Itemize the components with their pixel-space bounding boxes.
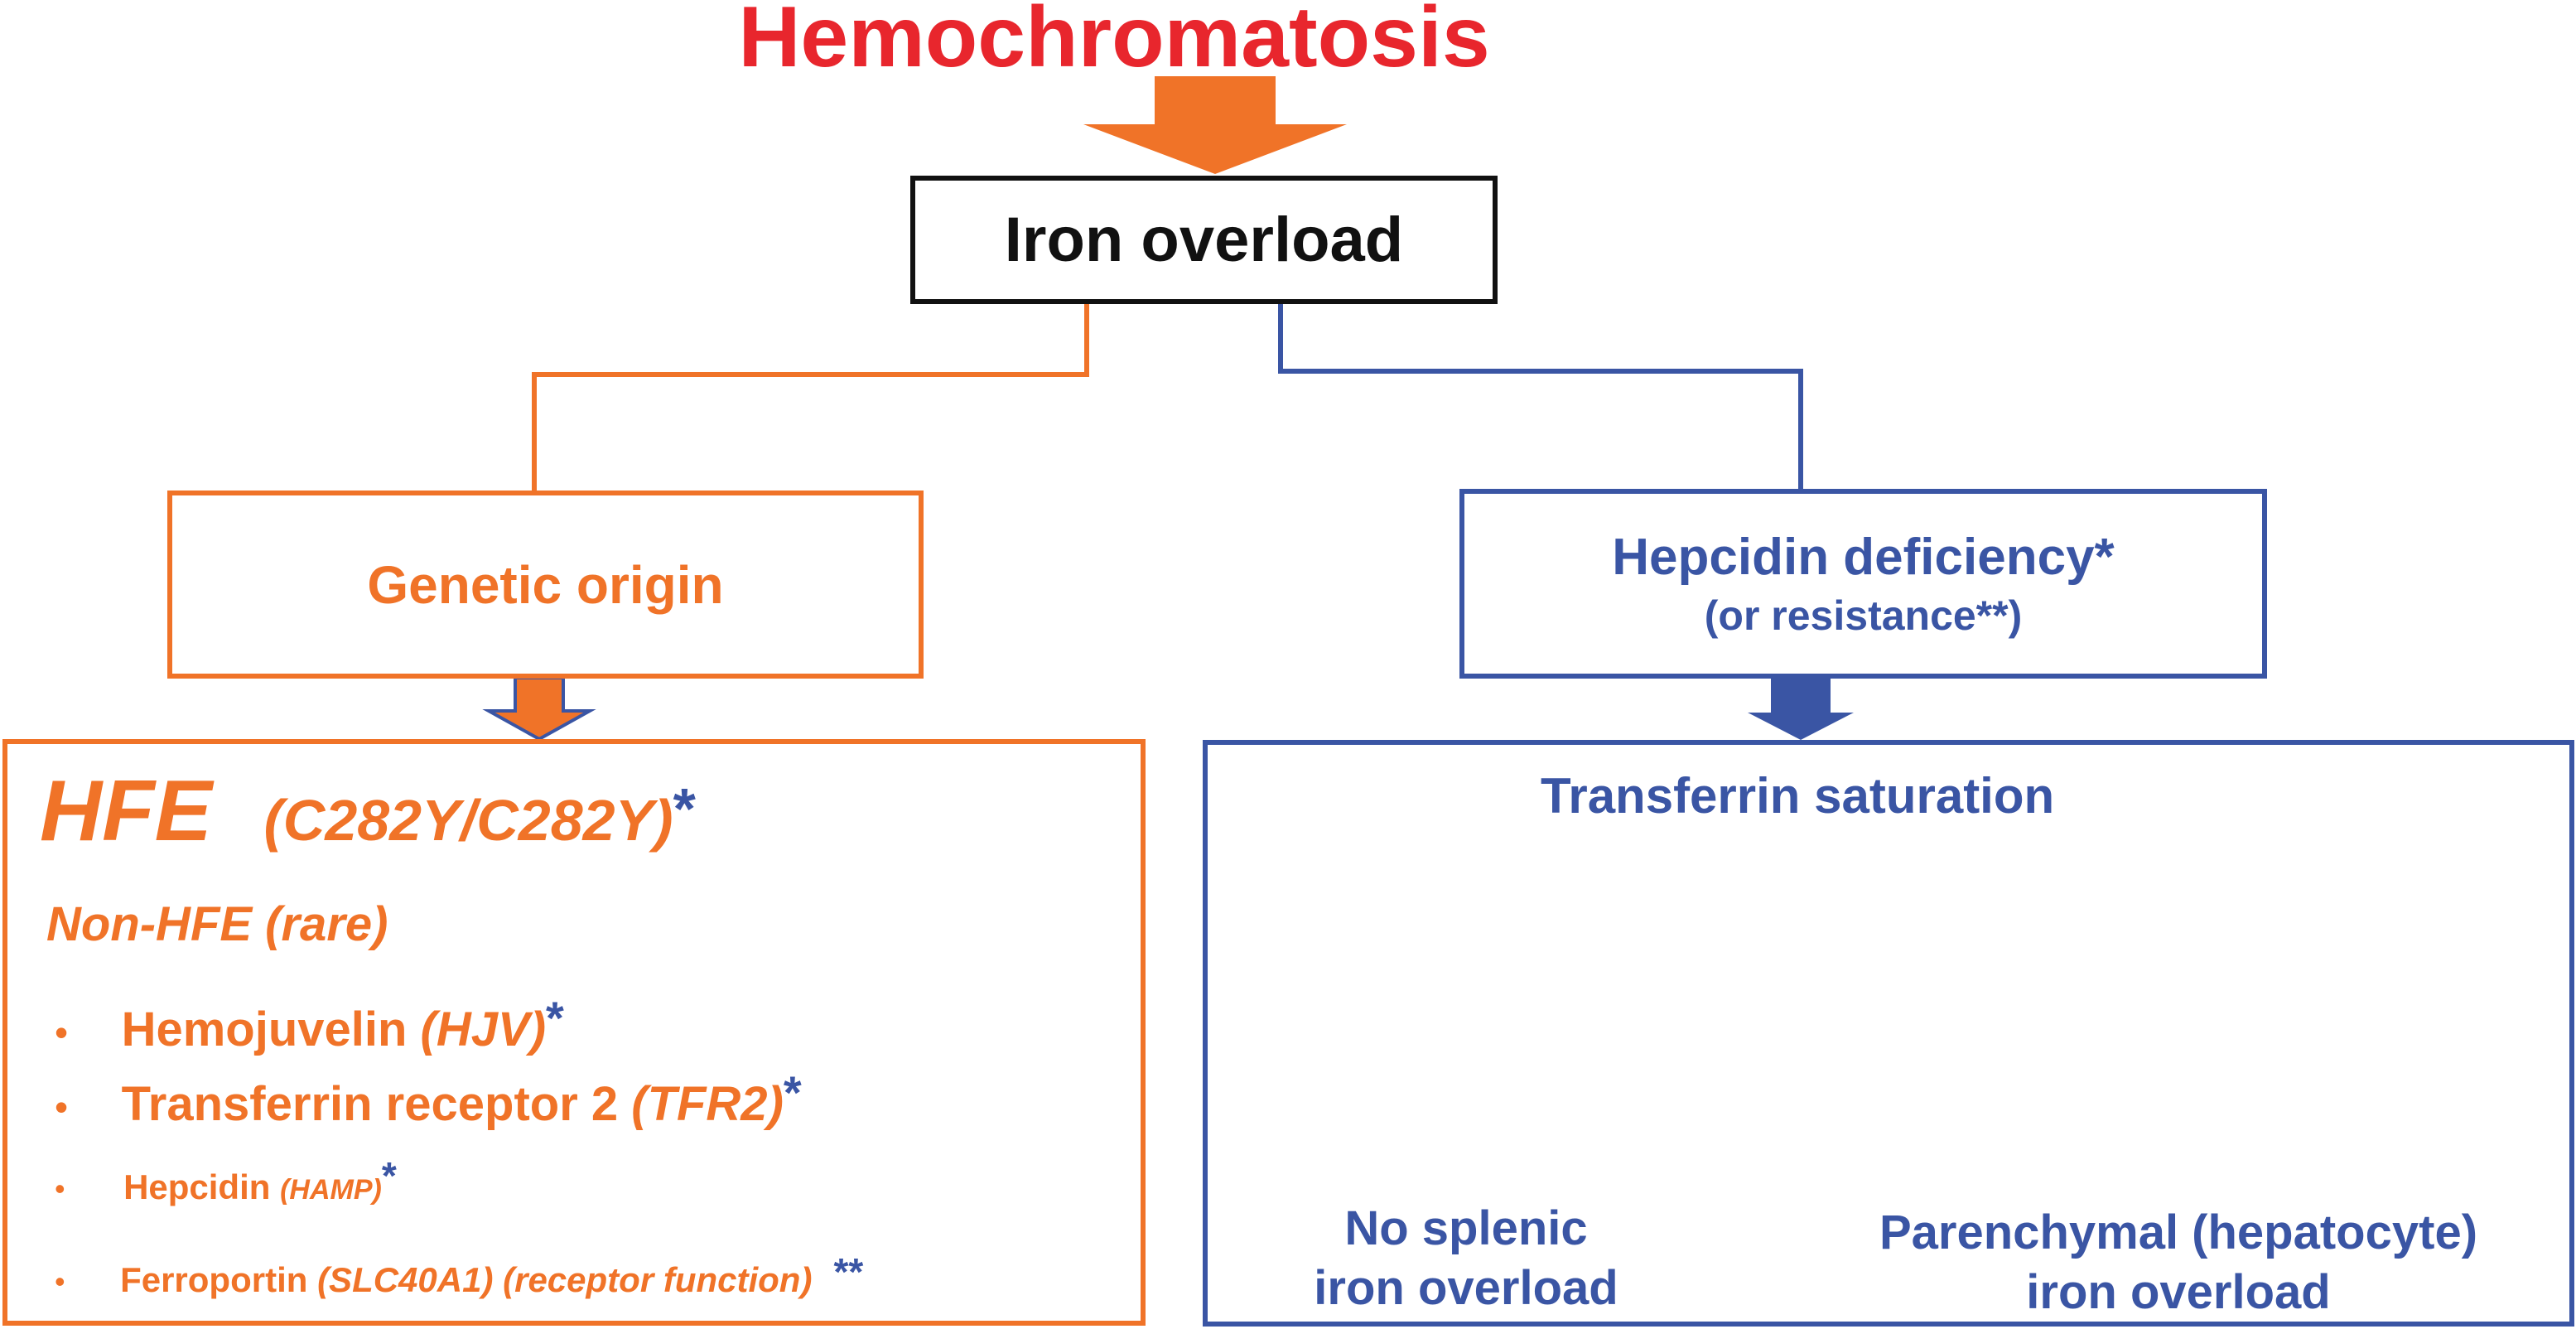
blue-connector-line (1278, 302, 1803, 491)
bullet-icon: • (55, 1172, 65, 1206)
hepcidin-deficiency-label: Hepcidin deficiency* (1612, 529, 2115, 586)
orange-connector-line (532, 302, 1089, 492)
item-star: * (783, 1066, 802, 1119)
right-label-line1: Parenchymal (hepatocyte) (1879, 1206, 2478, 1259)
item-name: Transferrin receptor 2 (121, 1077, 632, 1131)
genetic-causes-box (2, 739, 1146, 1326)
genetic-down-arrow-icon (482, 676, 596, 742)
item-star: * (546, 992, 564, 1044)
list-item-ferroportin: • Ferroportin (SLC40A1) (receptor functi… (55, 1249, 863, 1300)
iron-overload-label: Iron overload (1004, 205, 1404, 275)
hepcidin-box: Hepcidin deficiency* (or resistance**) (1459, 489, 2267, 679)
hfe-gene-label: HFE (40, 763, 212, 859)
right-label-line2: iron overload (2026, 1265, 2331, 1319)
item-star: * (381, 1154, 397, 1197)
item-gene: (HJV) (420, 1003, 547, 1056)
item-gene: (HAMP) (280, 1174, 382, 1206)
title-down-arrow-icon (1083, 76, 1347, 174)
bullet-icon: • (55, 1264, 65, 1298)
genetic-origin-label: Genetic origin (367, 554, 724, 615)
hepcidin-down-arrow-icon (1748, 678, 1854, 740)
item-name: Hemojuvelin (121, 1003, 421, 1056)
hfe-star: * (673, 776, 696, 841)
item-gene: (TFR2) (631, 1077, 784, 1131)
hepcidin-resistance-label: (or resistance**) (1704, 592, 2023, 639)
item-star: ** (833, 1250, 864, 1293)
mechanism-box (1203, 740, 2574, 1327)
left-label-line1: No splenic (1344, 1201, 1588, 1255)
bullet-icon: • (55, 1085, 69, 1128)
item-name: Ferroportin (120, 1260, 318, 1299)
non-hfe-heading: Non-HFE (rare) (46, 897, 388, 951)
item-gene: (SLC40A1) (receptor function) (317, 1260, 813, 1299)
list-item-transferrin-receptor-2: • Transferrin receptor 2 (TFR2)* (55, 1066, 802, 1132)
diagram-title: Hemochromatosis (738, 0, 1490, 85)
bullet-icon: • (55, 1011, 69, 1054)
transferrin-saturation-label: Transferrin saturation (1541, 768, 2055, 824)
no-splenic-iron-overload-label: No splenic iron overload (1276, 1199, 1657, 1318)
list-item-hepcidin: • Hepcidin (HAMP)* (55, 1153, 397, 1207)
left-label-line2: iron overload (1314, 1261, 1618, 1315)
hfe-line: HFE (C282Y/C282Y)* (40, 762, 696, 861)
genetic-origin-box: Genetic origin (167, 491, 924, 679)
iron-overload-box: Iron overload (910, 176, 1498, 304)
item-name: Hepcidin (123, 1167, 281, 1206)
list-item-hemojuvelin: • Hemojuvelin (HJV)* (55, 991, 564, 1057)
parenchymal-iron-overload-label: Parenchymal (hepatocyte) iron overload (1822, 1203, 2535, 1322)
hfe-genotype-label: (C282Y/C282Y) (263, 788, 673, 853)
